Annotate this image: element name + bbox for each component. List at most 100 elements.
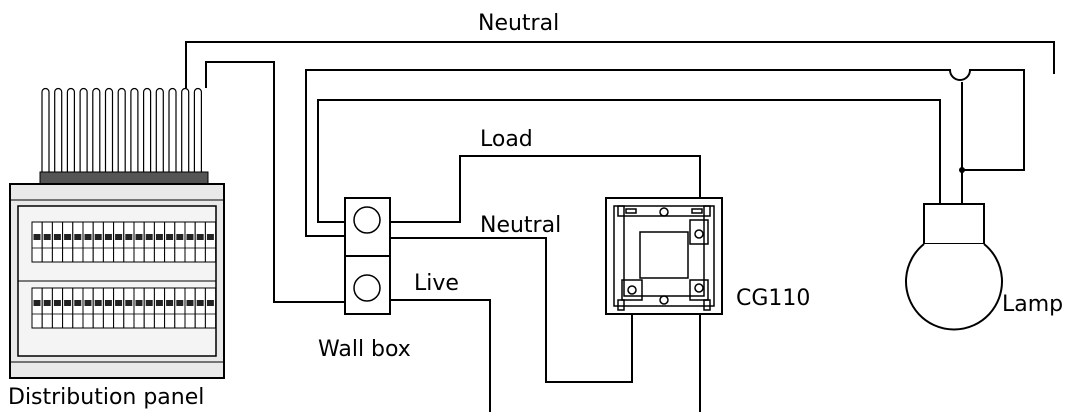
live-feed-wire: [205, 61, 345, 303]
lamp-bulb: [905, 203, 1003, 331]
breaker-toggle: [196, 300, 204, 306]
breaker: [164, 221, 176, 263]
breaker: [123, 221, 135, 263]
breaker: [113, 221, 125, 263]
cable-stub: [117, 87, 126, 174]
breaker: [174, 287, 186, 329]
breaker-toggle: [115, 300, 123, 306]
breaker: [194, 221, 206, 263]
breaker: [92, 287, 104, 329]
breaker-toggle: [74, 234, 82, 240]
breaker: [174, 221, 186, 263]
cable-stub: [193, 87, 202, 174]
breaker-toggle: [53, 234, 61, 240]
breaker: [41, 287, 53, 329]
breaker: [143, 221, 155, 263]
live-wire: [390, 299, 491, 412]
distribution-panel: [9, 87, 225, 379]
breaker-toggle: [176, 234, 184, 240]
breaker-toggle: [155, 234, 163, 240]
breaker-toggle: [186, 300, 194, 306]
breaker: [143, 287, 155, 329]
breaker-toggle: [125, 234, 133, 240]
lamp-feed-wire: [317, 99, 941, 223]
cable-stub: [181, 87, 190, 174]
breaker-toggle: [33, 234, 41, 240]
breaker: [102, 221, 115, 263]
breaker: [51, 221, 64, 263]
label-load: Load: [480, 127, 533, 152]
breaker-toggle: [84, 300, 92, 306]
breaker-toggle: [104, 234, 112, 240]
breaker: [62, 287, 74, 329]
breaker-toggle: [33, 300, 41, 306]
breaker: [133, 221, 145, 263]
cable-stub: [79, 87, 88, 174]
cable-stub: [66, 87, 75, 174]
breaker-row-bottom: [31, 287, 217, 329]
breaker: [82, 287, 94, 329]
breaker: [194, 287, 206, 329]
breaker-toggle: [43, 234, 51, 240]
cable-stub: [130, 87, 139, 174]
breaker: [123, 287, 135, 329]
breaker: [62, 221, 74, 263]
breaker-toggle: [104, 300, 112, 306]
breaker: [31, 221, 43, 263]
breaker-toggle: [206, 234, 214, 240]
label-wall-box: Wall box: [318, 337, 411, 362]
breaker-toggle: [53, 300, 61, 306]
label-distribution-panel: Distribution panel: [8, 385, 204, 410]
cable-stub: [168, 87, 177, 174]
breaker-toggle: [94, 234, 102, 240]
breaker: [51, 287, 64, 329]
panel-cable-stubs: [41, 87, 202, 174]
wires: [185, 41, 1055, 412]
breaker-toggle: [155, 300, 163, 306]
label-neutral-top: Neutral: [478, 11, 559, 36]
cable-stub: [54, 87, 63, 174]
breaker: [153, 221, 166, 263]
label-cg110: CG110: [736, 286, 810, 311]
breaker: [204, 287, 217, 329]
neutral-wire-mid: [390, 237, 633, 383]
breaker-toggle: [43, 300, 51, 306]
breaker: [184, 221, 196, 263]
breaker: [82, 221, 94, 263]
breaker-toggle: [94, 300, 102, 306]
cg110-device: [605, 197, 723, 315]
cable-stub: [92, 87, 101, 174]
breaker: [164, 287, 176, 329]
breaker: [204, 221, 217, 263]
breaker-row-top: [31, 221, 217, 263]
label-lamp: Lamp: [1002, 292, 1063, 317]
label-neutral-mid: Neutral: [480, 213, 561, 238]
breaker-toggle: [186, 234, 194, 240]
breaker-toggle: [196, 234, 204, 240]
breaker: [153, 287, 166, 329]
wall-box: [344, 197, 391, 315]
label-live: Live: [414, 271, 459, 296]
breaker: [72, 287, 84, 329]
breaker-toggle: [135, 234, 143, 240]
breaker-toggle: [176, 300, 184, 306]
breaker: [92, 221, 104, 263]
neutral-wire-top: [185, 41, 1055, 88]
cable-stub: [143, 87, 152, 174]
breaker-toggle: [135, 300, 143, 306]
breaker: [41, 221, 53, 263]
breaker-toggle: [115, 234, 123, 240]
breaker-toggle: [145, 300, 153, 306]
breaker-toggle: [166, 300, 174, 306]
breaker-toggle: [74, 300, 82, 306]
breaker-toggle: [145, 234, 153, 240]
breaker: [133, 287, 145, 329]
neutral-loop-wire: [305, 69, 1025, 237]
cable-stub: [41, 87, 50, 174]
breaker: [184, 287, 196, 329]
breaker-toggle: [125, 300, 133, 306]
breaker-toggle: [206, 300, 214, 306]
breaker-toggle: [84, 234, 92, 240]
breaker: [31, 287, 43, 329]
